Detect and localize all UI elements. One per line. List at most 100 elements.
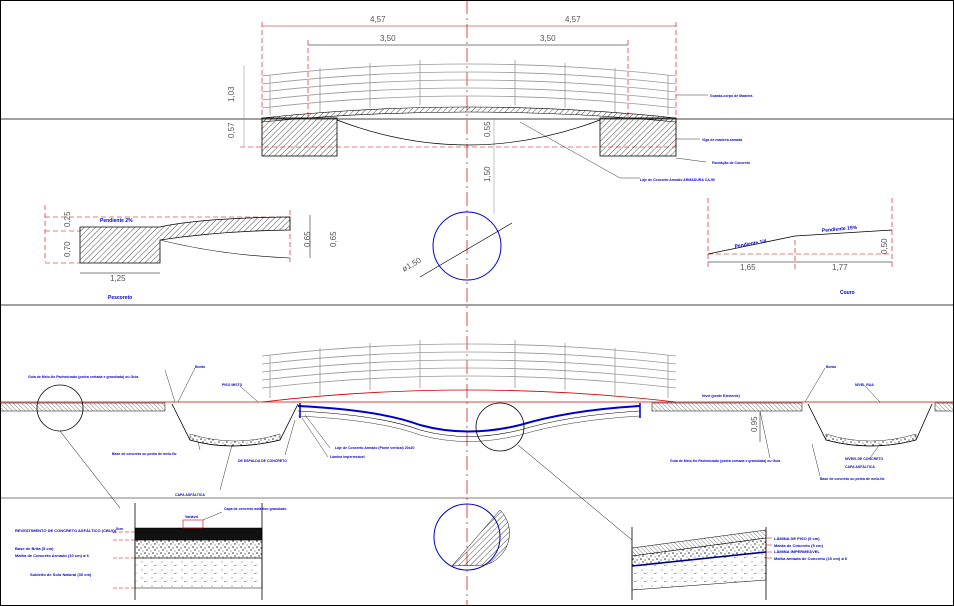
detail-circle-center xyxy=(475,402,525,452)
dim-0-65a: 0,65 xyxy=(303,231,312,247)
leader-r1 xyxy=(759,410,771,459)
label-left-4: Base de concreto ou pedra de meio-fio xyxy=(112,452,177,456)
leader-l4 xyxy=(197,441,201,451)
layer-r3-label: LÂMINA IMPERMEÁVEL xyxy=(774,549,820,554)
leader-r7 xyxy=(811,443,821,477)
detail-leader-left xyxy=(59,430,121,509)
top-view: 4,57 4,57 3,50 3,50 1,03 0,57 0,55 1,50 xyxy=(227,15,752,214)
leader-r5 xyxy=(869,443,881,459)
section-detail-right: Pendiente 1/4 Pendiente 15% 1,65 1,77 0,… xyxy=(707,198,893,296)
dim-0-95: 0,95 xyxy=(750,416,759,432)
slope-line xyxy=(707,229,893,255)
label-center-1: Laje de Concreto Armado (Ponte vertical)… xyxy=(335,446,414,450)
layer-r2-label: Manta de Concreto (5 cm) xyxy=(774,543,824,548)
slab-top xyxy=(297,405,641,433)
section-curve xyxy=(159,239,291,259)
callout-box xyxy=(182,519,204,529)
leader-c1 xyxy=(304,414,331,449)
label-left-3: PISO MISTO xyxy=(222,383,243,387)
leader-r4 xyxy=(864,385,881,403)
ditch-right-gravel xyxy=(825,433,917,447)
label-left-2: Bordo xyxy=(195,365,205,369)
detail-left: REVESTIMENTO DE CONCRETO ASFÁLTICO (CBUQ… xyxy=(15,503,286,600)
callout-leader xyxy=(202,511,223,521)
section-body xyxy=(79,216,291,264)
slab-lower xyxy=(297,415,641,442)
slope-2: Pendiente 15% xyxy=(822,225,858,234)
elevation: Guia de Meio-fio Padronizado (pedra cort… xyxy=(0,340,954,541)
section-title-left: Pescoreto xyxy=(108,295,132,301)
dim-3-50-left: 3,50 xyxy=(380,34,396,43)
leader-c2 xyxy=(301,417,329,458)
leader-l2 xyxy=(177,367,196,403)
ditch-left-gravel xyxy=(189,433,281,447)
label-left-6: CAPA ASFÁLTICA xyxy=(175,492,205,497)
section-detail-left: Pendiente 2% 0,25 0,70 1,25 0,65 0,65 Pe… xyxy=(44,205,338,301)
dim-0-25: 0,25 xyxy=(63,211,72,227)
dim-1-03: 1,03 xyxy=(227,86,236,102)
abutment-left xyxy=(261,117,338,157)
bottom-center-detail xyxy=(433,503,510,571)
leader-l3 xyxy=(239,385,259,403)
label-left-5: DE ESPALDA DE CONCRETO xyxy=(238,459,287,463)
label-right-1: Guia de Meio-fio Padronizado (pedra cort… xyxy=(670,459,780,463)
label-right-3: Nível (ponte Existente) xyxy=(702,394,740,398)
dim-4-57-right: 4,57 xyxy=(565,15,581,24)
pipe-detail: ø1,50 xyxy=(401,211,513,281)
pipe-diameter-line xyxy=(419,222,513,278)
detail-tag: 5cm xyxy=(116,527,123,531)
deck-profile xyxy=(261,389,677,403)
layer-2-label: Base de Brita (5 cm) xyxy=(15,546,54,551)
callout-1: Variável xyxy=(185,515,198,519)
slope-1: Pendiente 1/4 xyxy=(734,238,767,250)
label-right-4: NÍVEL RUA xyxy=(855,382,874,387)
label-right-6: CAPA ASFÁLTICA xyxy=(845,464,875,469)
pavement-right xyxy=(651,402,803,412)
railing xyxy=(261,60,677,115)
detail-right: LÂMINA DE PISO (5 cm) Manta de Concreto … xyxy=(631,527,848,600)
dim-3-50-right: 3,50 xyxy=(540,34,556,43)
layer-3-label: Malha de Concreto Armado (10 cm) ø 6 xyxy=(15,553,90,558)
label-slab: Laje de Concreto Armado ARMADURA CA-50 xyxy=(640,178,715,182)
dim-4-57-left: 4,57 xyxy=(370,15,386,24)
dim-0-50: 0,50 xyxy=(880,238,889,254)
label-center-2: Lâmina impermeável xyxy=(330,455,365,459)
pipe-dim: ø1,50 xyxy=(401,255,424,273)
layer-gravel xyxy=(134,539,263,559)
layer-4-label: Subleito de Solo Natural (30 cm) xyxy=(30,572,92,577)
dim-0-57: 0,57 xyxy=(227,122,236,138)
leader-slab xyxy=(519,121,640,179)
label-right-2: Bordo xyxy=(826,365,836,369)
layer-r1-label: LÂMINA DE PISO (5 cm) xyxy=(774,536,820,541)
slope-label-left: Pendiente 2% xyxy=(100,218,133,224)
label-right-7: Base de concreto ou pedra de meio-fio xyxy=(820,477,885,481)
leader-l6 xyxy=(219,444,233,491)
dim-0-70: 0,70 xyxy=(63,241,72,257)
layer-asphalt xyxy=(134,527,263,541)
dim-1-25: 1,25 xyxy=(110,274,126,283)
pavement-right-edge xyxy=(934,402,954,412)
detail-leader-right xyxy=(517,444,633,541)
leader-l5 xyxy=(284,419,296,456)
dim-0-65b: 0,65 xyxy=(329,231,338,247)
underside-curve xyxy=(336,119,601,146)
abutment-right xyxy=(599,117,677,157)
label-wood-beam: Viga de madeira armada xyxy=(702,138,742,142)
layer-soil xyxy=(134,557,263,589)
dim-0-55: 0,55 xyxy=(483,121,492,137)
pipe-circle xyxy=(432,211,502,281)
dim-1-50: 1,50 xyxy=(483,166,492,182)
layer-bottom xyxy=(631,551,767,591)
dim-1-77: 1,77 xyxy=(832,263,848,272)
label-railing: Guarda-corpo de Madeira xyxy=(710,94,752,98)
leader-r2 xyxy=(804,367,826,403)
label-left-1: Guia de Meio-fio Padronizado (pedra cort… xyxy=(28,375,138,379)
detail-circle-hatch xyxy=(451,509,510,567)
label-base: Fundação de Concreto xyxy=(712,161,750,165)
layer-r4-label: Malha armada de Concreto (10 cm) ø 6 xyxy=(774,556,848,561)
dim-1-65: 1,65 xyxy=(740,263,756,272)
section-title-right: Couro xyxy=(840,290,855,296)
layer-1-label: REVESTIMENTO DE CONCRETO ASFÁLTICO (CBUQ… xyxy=(15,528,117,533)
